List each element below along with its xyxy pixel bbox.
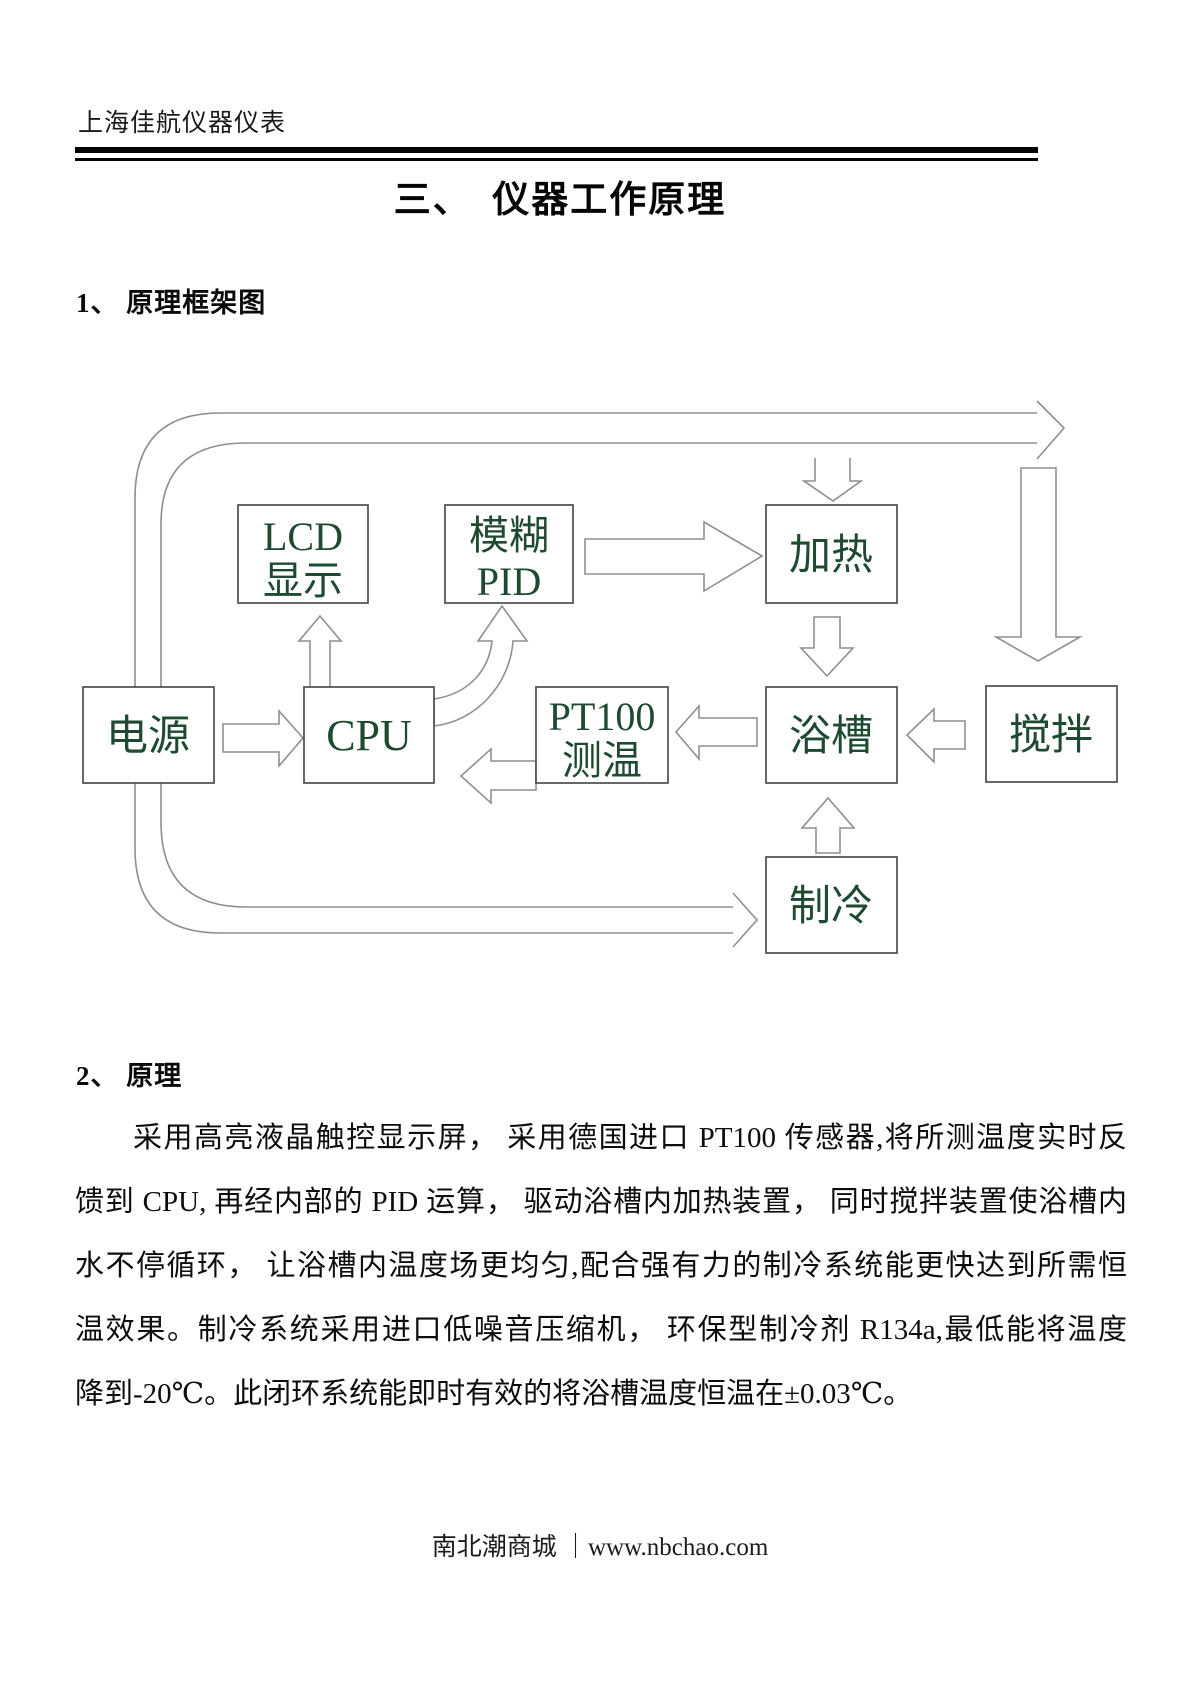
arrow-cpu-to-fuzzy-pid-icon [433, 604, 529, 727]
arrow-heating-to-bath-icon [799, 616, 855, 678]
arrow-bath-to-pt100-icon [674, 703, 758, 762]
box-fuzzy-pid-label-line1: 模糊 [469, 513, 549, 558]
paragraph-line: 温效果。制冷系统采用进口低噪音压缩机， 环保型制冷剂 R134a,最低能将温度 [75, 1314, 1127, 1346]
header-rule-thick [75, 147, 1038, 153]
box-cpu: CPU [303, 686, 435, 784]
box-pt100-label-line1: PT100 [549, 694, 656, 739]
box-heating-rect [765, 504, 898, 604]
paragraph-line: 降到-20℃。此闭环系统能即时有效的将浴槽温度恒温在±0.03℃。 [75, 1378, 913, 1410]
arrow-rail-to-stirring-icon [992, 467, 1084, 662]
box-fuzzy-pid-label-line2: PID [477, 559, 541, 604]
principle-block-diagram: LCD 显示 模糊 PID 加热 电源 CPU PT100 测温 浴槽 [82, 400, 1118, 954]
pipe-inner-line [160, 442, 1037, 687]
box-pt100-rect [535, 686, 669, 784]
box-lcd-label-line1: LCD [263, 514, 343, 559]
arrow-pt100-to-cpu-icon [459, 747, 537, 805]
box-stirring-rect [985, 685, 1118, 783]
box-cooling-rect [765, 856, 898, 954]
arrow-stirring-to-bath-icon [905, 707, 966, 764]
box-cpu-rect [303, 686, 435, 784]
box-pt100-sensor: PT100 测温 [535, 686, 669, 784]
header-rule-thin [75, 158, 1038, 161]
arrow-cpu-to-lcd-icon [297, 614, 343, 687]
box-lcd-rect [237, 504, 369, 604]
box-bath: 浴槽 [765, 686, 898, 784]
box-stirring-label: 搅拌 [1009, 713, 1093, 759]
arrow-fuzzy-pid-to-heating-icon [584, 520, 764, 593]
paragraph-line: 采用高亮液晶触控显示屏， 采用德国进口 PT100 传感器,将所测温度实时反 [133, 1122, 1127, 1154]
box-heating-label: 加热 [789, 533, 873, 579]
box-cooling-label: 制冷 [789, 884, 873, 930]
paragraph-line: 馈到 CPU, 再经内部的 PID 运算， 驱动浴槽内加热装置， 同时搅拌装置使… [75, 1186, 1127, 1218]
footer-text: 南北潮商城 ｜www.nbchao.com [431, 1534, 769, 1561]
page-title: 三、 仪器工作原理 [393, 179, 727, 220]
box-stirring: 搅拌 [985, 685, 1118, 783]
arrow-cooling-to-bath-icon [800, 796, 856, 854]
pipe-outer-line [134, 412, 1037, 687]
box-lcd-display: LCD 显示 [237, 504, 369, 604]
arrow-power-to-cpu-icon [222, 708, 305, 769]
box-lcd-label-line2: 显示 [263, 558, 343, 603]
header-company: 上海佳航仪器仪表 [78, 110, 287, 137]
box-fuzzy-pid: 模糊 PID [444, 504, 574, 604]
box-pt100-label-line2: 测温 [562, 738, 642, 783]
pipe-right-arrowhead-icon [1036, 400, 1066, 460]
pipe-inner-line [160, 783, 733, 908]
pipe-power-to-cooling [134, 783, 759, 948]
pipe-outer-line [134, 783, 733, 934]
box-power-rect [82, 686, 215, 784]
box-power: 电源 [82, 686, 215, 784]
section-1-heading: 1、 原理框架图 [76, 288, 267, 318]
box-bath-rect [765, 686, 898, 784]
paragraph-line: 水不停循环， 让浴槽内温度场更均匀,配合强有力的制冷系统能更快达到所需恒 [75, 1250, 1127, 1282]
pipe-right-arrowhead-icon [732, 892, 759, 948]
box-fuzzy-pid-rect [444, 504, 574, 604]
box-cooling: 制冷 [765, 856, 898, 954]
section-2-heading: 2、 原理 [76, 1061, 183, 1091]
box-cpu-label: CPU [326, 711, 412, 760]
arrow-rail-to-heating-icon [801, 458, 864, 502]
pipe-power-to-top-rail [134, 400, 1066, 687]
box-power-label: 电源 [106, 714, 190, 760]
box-heating: 加热 [765, 504, 898, 604]
principle-paragraph: 采用高亮液晶触控显示屏， 采用德国进口 PT100 传感器,将所测温度实时反 馈… [75, 1106, 1127, 1426]
box-bath-label: 浴槽 [789, 714, 873, 760]
